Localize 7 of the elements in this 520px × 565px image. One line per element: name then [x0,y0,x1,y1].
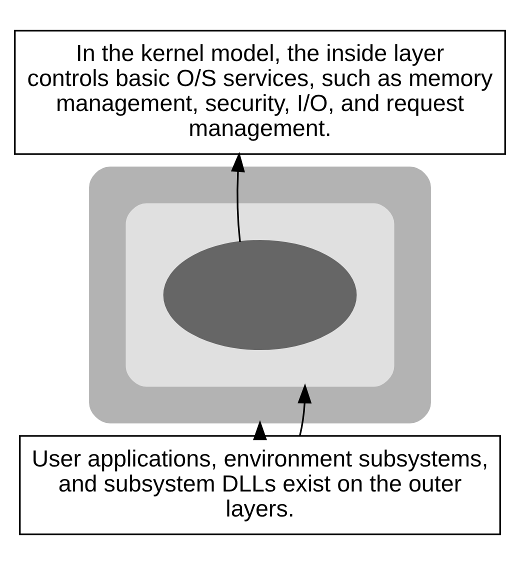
cluster [126,203,394,387]
arrow [252,420,268,440]
arrow [298,383,312,436]
node-ellipse [163,240,357,350]
cluster [89,166,431,424]
arrow [230,152,245,242]
node-box: In the kernel model, the inside layer controls basic O/S services, such as memory management, security, I/O, and request management. [14,30,506,155]
